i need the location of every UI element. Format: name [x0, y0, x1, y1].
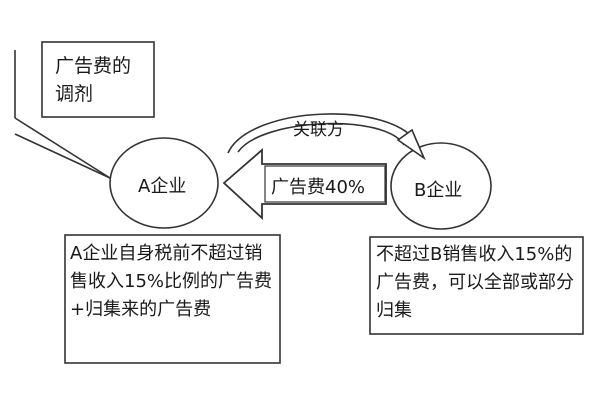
note-a-box [64, 234, 281, 364]
node-a-label: A企业 [138, 176, 187, 197]
callout-pointer-line-3 [14, 133, 111, 179]
note-a-text: A企业自身税前不超过销售收入15%比例的广告费+归集来的广告费 [70, 243, 273, 320]
callout-box [41, 41, 155, 118]
node-b-label: B企业 [414, 180, 463, 201]
note-b-text: 不超过B销售收入15%的广告费，可以全部或部分归集 [376, 244, 574, 321]
relation-arc-inner [237, 122, 405, 153]
node-b-circle [390, 142, 492, 230]
transfer-label: 广告费40% [271, 177, 366, 198]
callout-top-text: 广告费的 调剂 [55, 55, 132, 105]
transfer-label-box [264, 165, 386, 203]
callout-pointer-line-2 [14, 117, 111, 179]
node-a-circle [109, 137, 219, 229]
relation-arrowhead [396, 128, 426, 161]
relation-arc [227, 113, 419, 154]
relation-label: 关联方 [293, 120, 344, 140]
note-b-box [369, 236, 584, 335]
